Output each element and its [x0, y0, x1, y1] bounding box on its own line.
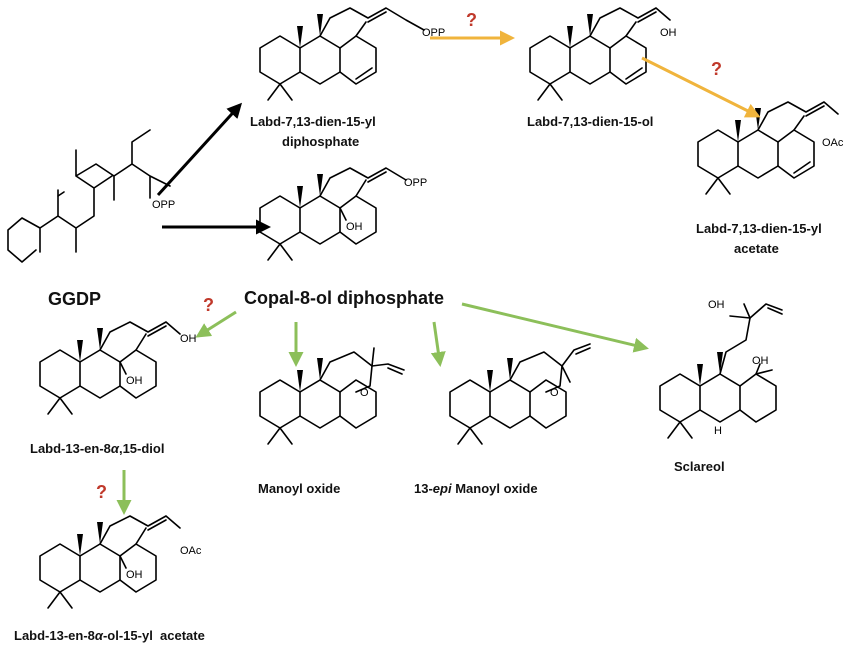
arrow-dien-ol-to-acetate [641, 56, 761, 118]
manoyl-oxide-label: Manoyl oxide [258, 481, 340, 496]
oh-atom-label: OH [660, 27, 677, 39]
ol-acetate-structure: OH OAc [39, 515, 202, 609]
oh-atom-label: OH [126, 569, 143, 581]
sclareol-label: Sclareol [674, 459, 725, 474]
opp-atom-label: OPP [152, 199, 175, 211]
unknown-step-mark: ? [466, 10, 477, 30]
oxygen-atom-label: O [360, 387, 369, 399]
epi-manoyl-oxide-structure: O [449, 343, 591, 445]
sclareol-structure: OH OH H [659, 299, 783, 439]
manoyl-oxide-structure: O [259, 347, 405, 445]
unknown-step-mark: ? [711, 59, 722, 79]
oxygen-atom-label: O [550, 387, 559, 399]
diol-label: Labd-13-en-8α,15-diol [30, 441, 164, 456]
ol-acetate-label: Labd-13-en-8α-ol-15-yl acetate [14, 628, 205, 643]
copal-label: Copal-8-ol diphosphate [244, 288, 444, 308]
labd-dien-ac-label-2: acetate [734, 241, 779, 256]
ggdp-structure: OPP [7, 129, 175, 263]
opp-atom-label: OPP [404, 177, 427, 189]
oac-atom-label: OAc [822, 137, 844, 149]
arrow-copal-to-epi-manoyl [430, 321, 446, 367]
arrow-copal-to-diol [195, 310, 237, 338]
ggdp-label: GGDP [48, 289, 101, 309]
oh-atom-label: OH [180, 333, 197, 345]
unknown-step-mark: ? [203, 295, 214, 315]
epi-manoyl-oxide-label: 13-epi Manoyl oxide [414, 481, 538, 496]
unknown-step-mark: ? [96, 482, 107, 502]
copal-structure: OH OPP [259, 167, 427, 261]
hydrogen-atom-label: H [714, 425, 722, 437]
labd-dien-ol-structure: OH [529, 7, 677, 101]
arrow-ggdp-to-labd-dien-dp [156, 102, 243, 197]
labd-dien-dp-label-2: diphosphate [282, 134, 359, 149]
arrow-copal-to-sclareol [461, 302, 649, 353]
labd-dien-dp-structure: OPP [259, 7, 445, 101]
labd-dien-ac-label-1: Labd-7,13-dien-15-yl [696, 221, 822, 236]
oh-atom-label: OH [752, 355, 769, 367]
oh-atom-label: OH [346, 221, 363, 233]
labd-dien-dp-label-1: Labd-7,13-dien-15-yl [250, 114, 376, 129]
oac-atom-label: OAc [180, 545, 202, 557]
diol-structure: OH OH [39, 321, 197, 415]
labd-dien-ac-structure: OAc [697, 101, 844, 195]
labd-dien-ol-label: Labd-7,13-dien-15-ol [527, 114, 653, 129]
opp-atom-label: OPP [422, 27, 445, 39]
oh-atom-label: OH [708, 299, 725, 311]
oh-atom-label: OH [126, 375, 143, 387]
